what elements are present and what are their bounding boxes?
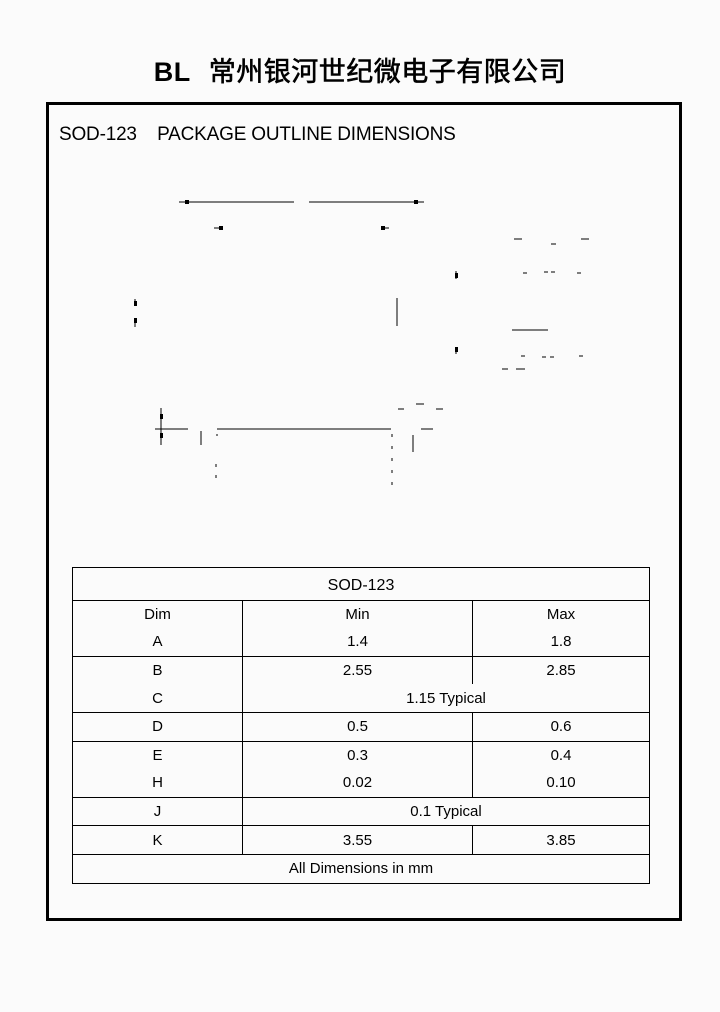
max-cell: 0.4 — [471, 740, 651, 770]
min-cell: 0.3 — [242, 740, 473, 770]
company-name: 常州银河世纪微电子有限公司 — [208, 57, 567, 89]
min-cell: 0.5 — [242, 711, 473, 742]
content-frame — [46, 102, 682, 921]
min-cell: 1.4 — [242, 628, 473, 657]
dimensions-table: SOD-123 Dim Min Max A 1.4 1.8 B 2.55 2.8… — [71, 567, 651, 884]
section-title: SOD-123 PACKAGE OUTLINE DIMENSIONS — [59, 124, 456, 145]
table-title: SOD-123 — [71, 567, 651, 601]
typical-cell: 0.1 Typical — [241, 796, 651, 826]
dim-cell: C — [72, 684, 243, 713]
table-row: E 0.3 0.4 — [72, 740, 651, 770]
dim-cell: K — [72, 825, 243, 855]
table-row: B 2.55 2.85 — [72, 655, 651, 685]
dim-cell: A — [72, 628, 243, 657]
table-row: J 0.1 Typical — [72, 796, 651, 826]
min-cell: 2.55 — [242, 655, 473, 685]
dimension-lines — [134, 201, 589, 490]
typical-cell: 1.15 Typical — [241, 684, 651, 713]
dim-cell: B — [72, 655, 243, 685]
column-header-min: Min — [242, 599, 473, 629]
max-cell: 2.85 — [471, 655, 651, 685]
table-row: A 1.4 1.8 — [72, 628, 651, 657]
max-cell: 0.10 — [471, 769, 651, 798]
max-cell: 3.85 — [471, 825, 651, 855]
max-cell: 1.8 — [471, 628, 651, 657]
table-header-row: Dim Min Max — [72, 599, 651, 629]
table-footer-row: All Dimensions in mm — [71, 853, 651, 884]
dim-cell: D — [72, 711, 243, 742]
min-cell: 3.55 — [242, 825, 473, 855]
dim-cell: J — [72, 796, 243, 826]
table-row: D 0.5 0.6 — [72, 711, 651, 742]
page-header: BL 常州银河世纪微电子有限公司 — [0, 50, 720, 89]
table-row: H 0.02 0.10 — [72, 769, 651, 798]
units-note: All Dimensions in mm — [71, 853, 651, 884]
package-outline-drawing — [134, 200, 589, 490]
table-row: K 3.55 3.85 — [72, 825, 651, 855]
column-header-dim: Dim — [72, 599, 243, 629]
max-cell: 0.6 — [471, 711, 651, 742]
column-header-max: Max — [471, 599, 651, 629]
dim-cell: E — [72, 740, 243, 770]
min-cell: 0.02 — [242, 769, 473, 798]
table-row: C 1.15 Typical — [72, 684, 651, 713]
dim-cell: H — [72, 769, 243, 798]
brand-logo-text: BL — [153, 57, 191, 87]
arrowheads — [134, 200, 458, 438]
